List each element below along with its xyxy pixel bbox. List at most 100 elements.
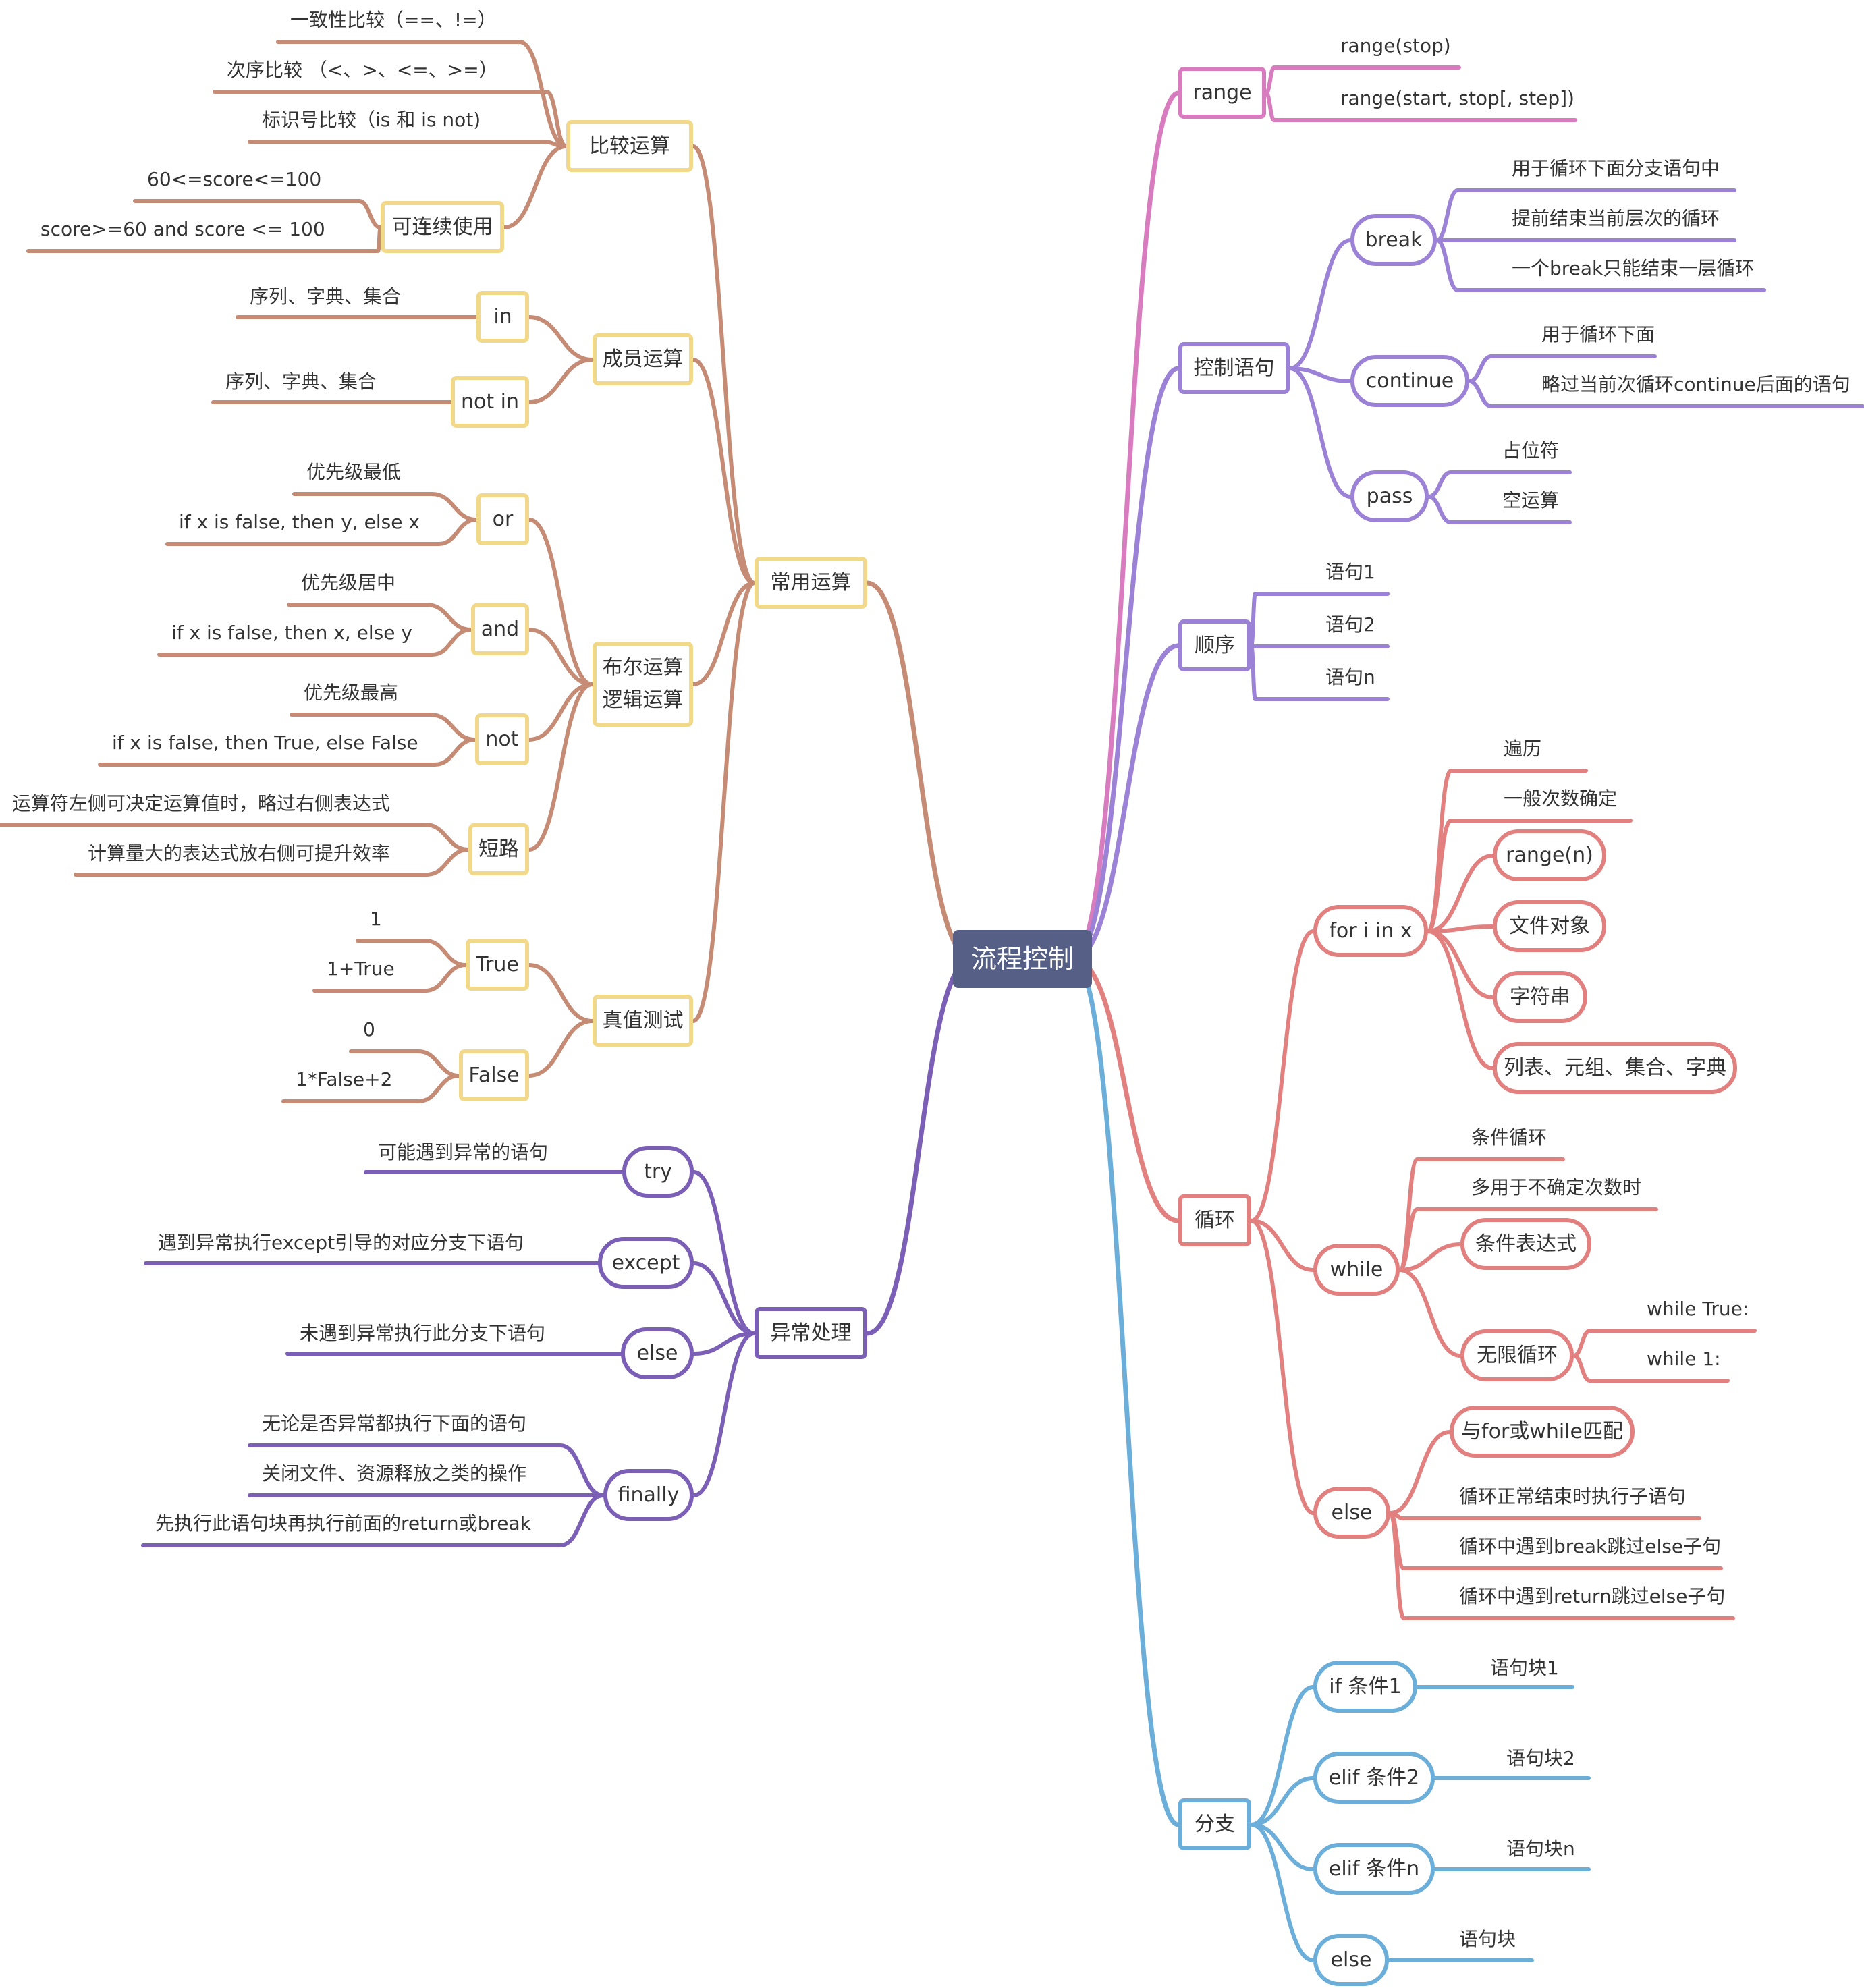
connector — [423, 963, 468, 993]
connector — [423, 823, 470, 852]
branch-elif2-node[interactable]: elif 条件2 — [1313, 1752, 1435, 1804]
loop-else-box[interactable]: 与for或while匹配 — [1450, 1406, 1635, 1458]
truth-node[interactable]: 真值测试 — [593, 995, 693, 1047]
or-node[interactable]: or — [476, 493, 529, 545]
loop-else-item-1: 循环正常结束时执行子语句 — [1459, 1485, 1687, 1508]
connector — [527, 315, 595, 362]
connector — [1427, 470, 1453, 499]
for-leaf-2: 一般次数确定 — [1504, 788, 1618, 810]
connector — [518, 40, 568, 148]
connector — [1070, 956, 1181, 1223]
short-item-2: 计算量大的表达式放右侧可提升效率 — [88, 842, 391, 864]
infinite-item-2: while 1: — [1647, 1348, 1721, 1370]
connector — [692, 1331, 757, 1356]
connector — [527, 682, 595, 852]
finally-node[interactable]: finally — [603, 1469, 694, 1521]
try-node[interactable]: try — [622, 1146, 694, 1198]
connector — [1249, 929, 1315, 1223]
connector — [527, 358, 595, 404]
connector — [691, 581, 757, 1023]
except-node[interactable]: except — [598, 1237, 694, 1289]
short-node[interactable]: 短路 — [468, 823, 529, 875]
connector — [1388, 1430, 1452, 1515]
pass-node[interactable]: pass — [1350, 470, 1429, 522]
in-node[interactable]: in — [476, 291, 529, 343]
connector — [1288, 366, 1352, 383]
connector — [1467, 379, 1493, 408]
or-item-1: 优先级最低 — [306, 461, 402, 483]
for-node[interactable]: for i in x — [1313, 905, 1428, 957]
branch-node[interactable]: 分支 — [1178, 1798, 1251, 1850]
seq-item-2: 语句2 — [1325, 613, 1375, 636]
root-node[interactable]: 流程控制 — [953, 930, 1092, 988]
for-box-string[interactable]: 字符串 — [1493, 971, 1587, 1023]
break-item-3: 一个break只能结束一层循环 — [1512, 257, 1755, 279]
connector — [1070, 366, 1181, 962]
and-node[interactable]: and — [471, 603, 529, 655]
while-node[interactable]: while — [1313, 1244, 1400, 1296]
notin-node[interactable]: not in — [451, 376, 529, 428]
connector — [558, 1493, 605, 1547]
loop-node[interactable]: 循环 — [1178, 1194, 1251, 1246]
connector — [502, 144, 568, 229]
loop-else-node[interactable]: else — [1313, 1487, 1390, 1539]
connector — [1398, 1268, 1462, 1358]
connector — [1388, 1511, 1406, 1620]
bool-label-2: 逻辑运算 — [602, 688, 684, 712]
connector — [1426, 924, 1495, 933]
connector — [691, 581, 757, 686]
for-box-collections[interactable]: 列表、元组、集合、字典 — [1493, 1042, 1737, 1094]
compare-node[interactable]: 比较运算 — [566, 120, 693, 172]
connector — [437, 518, 478, 546]
connector — [416, 1074, 461, 1103]
seq-item-3: 语句n — [1325, 666, 1375, 688]
exc-node[interactable]: 异常处理 — [755, 1307, 867, 1359]
chain-node[interactable]: 可连续使用 — [381, 201, 504, 253]
break-node[interactable]: break — [1350, 214, 1437, 266]
connector — [691, 144, 757, 585]
branch-else-node[interactable]: else — [1313, 1934, 1389, 1986]
member-node[interactable]: 成员运算 — [593, 333, 693, 385]
not-node[interactable]: not — [475, 713, 529, 765]
while-leaf-1: 条件循环 — [1471, 1126, 1547, 1149]
connector — [1249, 1823, 1315, 1871]
branch-elifn-node[interactable]: elif 条件n — [1313, 1843, 1435, 1895]
compare-item-3: 标识号比较（is 和 is not) — [262, 109, 481, 131]
for-box-range[interactable]: range(n) — [1493, 829, 1606, 881]
seq-item-1: 语句1 — [1325, 561, 1375, 583]
compare-item-2: 次序比较 （<、>、<=、>=） — [227, 59, 498, 81]
false-node[interactable]: False — [459, 1049, 529, 1101]
connector — [423, 939, 468, 967]
chain-item-1: 60<=score<=100 — [147, 168, 322, 190]
connector — [1426, 854, 1495, 933]
branch-if-node[interactable]: if 条件1 — [1313, 1661, 1417, 1713]
continue-item-2: 略过当前次循环continue后面的语句 — [1541, 373, 1851, 395]
seq-node[interactable]: 顺序 — [1178, 619, 1251, 671]
connector — [1070, 90, 1181, 962]
try-text: 可能遇到异常的语句 — [378, 1141, 549, 1163]
connector — [1426, 769, 1453, 933]
range-item-2: range(start, stop[, step]) — [1340, 87, 1574, 109]
ops-node[interactable]: 常用运算 — [755, 557, 867, 609]
range-node[interactable]: range — [1178, 67, 1266, 119]
connector — [1435, 238, 1460, 292]
connector — [1264, 65, 1276, 95]
compare-item-1: 一致性比较（==、!=） — [290, 9, 497, 31]
bool-node[interactable]: 布尔运算 逻辑运算 — [593, 642, 693, 727]
true-node[interactable]: True — [466, 939, 529, 991]
and-item-2: if x is false, then x, else y — [171, 622, 412, 644]
continue-node[interactable]: continue — [1350, 355, 1469, 407]
while-box-condition[interactable]: 条件表达式 — [1460, 1218, 1591, 1270]
exc-else-node[interactable]: else — [621, 1327, 694, 1379]
finally-item-2: 关闭文件、资源释放之类的操作 — [262, 1462, 527, 1485]
ctrl-node[interactable]: 控制语句 — [1178, 342, 1290, 394]
infinite-node[interactable]: 无限循环 — [1460, 1329, 1574, 1381]
connector — [429, 713, 477, 742]
finally-item-3: 先执行此语句块再执行前面的return或break — [155, 1512, 531, 1535]
connector — [424, 603, 473, 632]
connector — [424, 848, 470, 877]
for-box-file[interactable]: 文件对象 — [1493, 900, 1606, 952]
branch-if-text: 语句块1 — [1490, 1657, 1559, 1679]
break-item-1: 用于循环下面分支语句中 — [1512, 157, 1720, 180]
connector — [1288, 238, 1352, 370]
